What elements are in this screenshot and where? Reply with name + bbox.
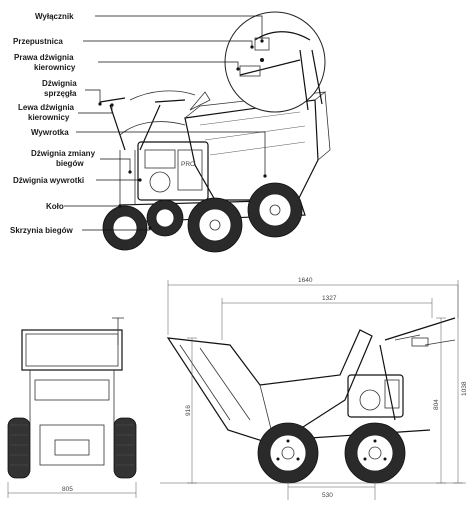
wheel-rear-right [146,199,184,237]
engine-badge: PRO [181,161,195,168]
wheel-front-left [187,197,243,253]
label-throttle: Przepustnica [13,37,63,46]
label-gear-line2: biegów [56,159,84,168]
label-right-lever-line2: kierownicy [34,63,76,72]
side-view: 1640 1327 916 804 1038 530 [160,277,468,500]
dim-height-frame: 804 [433,399,440,410]
label-left-lever-line2: kierownicy [28,113,70,122]
label-clutch-line1: Dźwignia [42,79,77,88]
dim-height-bucket: 916 [185,405,192,416]
dim-height-total: 1038 [461,381,468,396]
front-wheel-left [7,417,31,479]
label-gearbox: Skrzynia biegów [10,226,73,235]
detail-circle [224,11,326,113]
dim-length-total: 1640 [298,277,313,284]
front-view: 805 [7,317,137,498]
label-tip-lever: Dźwignia wywrotki [13,176,84,185]
label-right-lever-line1: Prawa dźwignia [14,53,74,62]
wheel-front-right [247,182,303,238]
front-wheel-right [113,417,137,479]
label-dump: Wywrotka [31,128,69,137]
side-wheel-rear [344,422,406,484]
label-gear-line1: Dźwignia zmiany [31,149,96,158]
dim-length-upper: 1327 [322,295,337,302]
label-wheel: Koło [46,202,64,211]
label-clutch-line2: sprzęgła [44,89,77,98]
dim-wheelbase: 530 [322,492,333,499]
side-wheel-front [257,422,319,484]
label-left-lever-line1: Lewa dźwignia [18,103,75,112]
perspective-illustration: PRO [99,11,331,253]
leader-labels: Wyłącznik Przepustnica Prawa dźwignia ki… [10,12,267,235]
dim-width-front: 805 [62,486,73,493]
wheel-rear-left [102,205,148,251]
label-switch: Wyłącznik [35,12,74,21]
